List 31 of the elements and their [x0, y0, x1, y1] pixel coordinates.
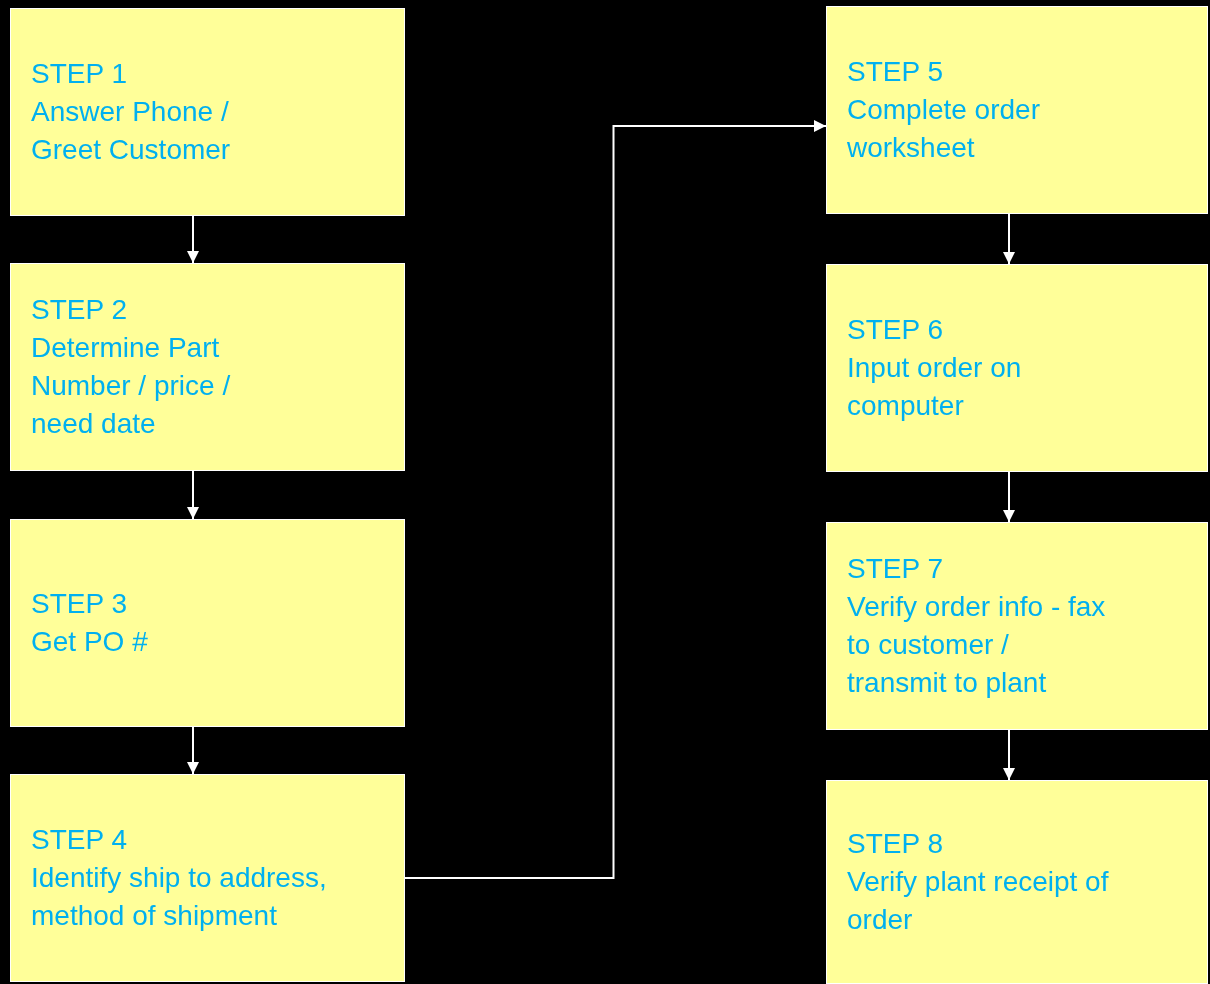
arrow [1003, 213, 1015, 265]
arrow [187, 215, 199, 264]
arrow [187, 470, 199, 520]
process-box [826, 522, 1208, 730]
step-description: Complete order worksheet [847, 93, 1041, 165]
process-box [10, 519, 405, 727]
arrow [187, 726, 199, 775]
step-description: Get PO # [31, 625, 149, 659]
arrow [1003, 729, 1015, 781]
step-heading: STEP 6 [847, 313, 944, 347]
process-box [10, 263, 405, 471]
step-heading: STEP 3 [31, 587, 128, 621]
step-heading: STEP 2 [31, 293, 128, 327]
process-box [10, 8, 405, 216]
process-box [826, 264, 1208, 472]
step-description: Verify order info - fax to customer / transmit to plant [847, 590, 1107, 700]
step-description: Verify plant receipt of order [847, 865, 1110, 937]
step-description: Identify ship to address, method of shipment [31, 861, 328, 933]
step-heading: STEP 4 [31, 823, 128, 857]
step-heading: STEP 5 [847, 55, 944, 89]
process-box [10, 774, 405, 982]
step-description: Determine Part Number / price / need date [31, 331, 232, 441]
step-description: Answer Phone / Greet Customer [31, 95, 232, 167]
arrow [1003, 471, 1015, 523]
step-heading: STEP 7 [847, 552, 944, 586]
process-box [826, 780, 1208, 984]
step-heading: STEP 1 [31, 57, 128, 91]
step-heading: STEP 8 [847, 827, 944, 861]
arrow [404, 120, 827, 879]
process-box [826, 6, 1208, 214]
step-description: Input order on computer [847, 351, 1023, 423]
